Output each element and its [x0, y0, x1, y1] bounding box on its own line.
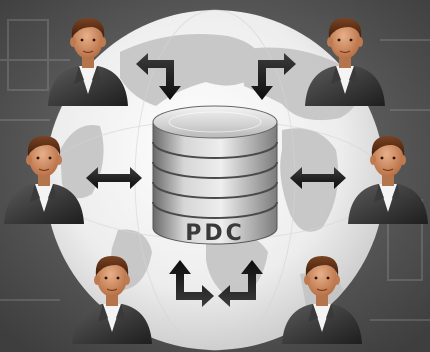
background-texture	[0, 19, 430, 321]
database-disc-separators	[152, 141, 278, 219]
database-label: PDC	[185, 221, 245, 246]
database-icon	[152, 105, 278, 245]
